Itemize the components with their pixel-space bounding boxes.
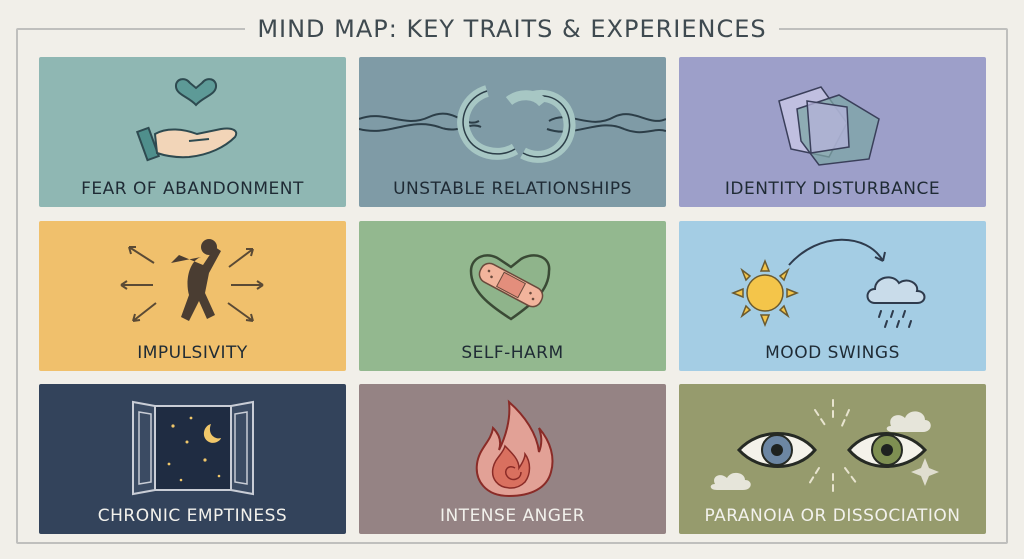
tile-chronic-emptiness: CHRONIC EMPTINESS — [39, 384, 346, 534]
broken-rings-icon — [359, 85, 666, 163]
watching-eyes-icon — [710, 399, 939, 495]
tile-label: MOOD SWINGS — [765, 343, 900, 363]
tile-self-harm: SELF-HARM — [359, 221, 666, 371]
sun-to-rain-icon — [730, 238, 926, 328]
tile-label: PARANOIA OR DISSOCIATION — [704, 506, 961, 526]
tile-label: UNSTABLE RELATIONSHIPS — [393, 179, 632, 199]
tile-mood-swings: MOOD SWINGS — [679, 221, 986, 371]
tile-identity-disturbance: IDENTITY DISTURBANCE — [679, 57, 986, 207]
jumping-figure-icon — [120, 239, 264, 322]
bandaged-heart-icon — [469, 254, 551, 321]
tile-impulsivity: IMPULSIVITY — [39, 221, 346, 371]
tile-label: IMPULSIVITY — [137, 343, 248, 363]
open-window-night-icon — [132, 400, 254, 496]
tile-unstable-relationships: UNSTABLE RELATIONSHIPS — [359, 57, 666, 207]
tile-intense-anger: INTENSE ANGER — [359, 384, 666, 534]
flame-icon — [475, 399, 554, 498]
tile-label: CHRONIC EMPTINESS — [97, 506, 288, 526]
tile-paranoia-or-dissociation: PARANOIA OR DISSOCIATION — [679, 384, 986, 534]
tile-label: FEAR OF ABANDONMENT — [81, 179, 304, 199]
overlapping-shapes-icon — [778, 86, 880, 166]
diagram-title: MIND MAP: KEY TRAITS & EXPERIENCES — [245, 9, 779, 49]
tile-label: SELF-HARM — [461, 343, 564, 363]
tile-fear-of-abandonment: FEAR OF ABANDONMENT — [39, 57, 346, 207]
tile-label: INTENSE ANGER — [439, 506, 586, 526]
heart-hand-icon — [135, 78, 238, 162]
tile-label: IDENTITY DISTURBANCE — [724, 179, 941, 199]
